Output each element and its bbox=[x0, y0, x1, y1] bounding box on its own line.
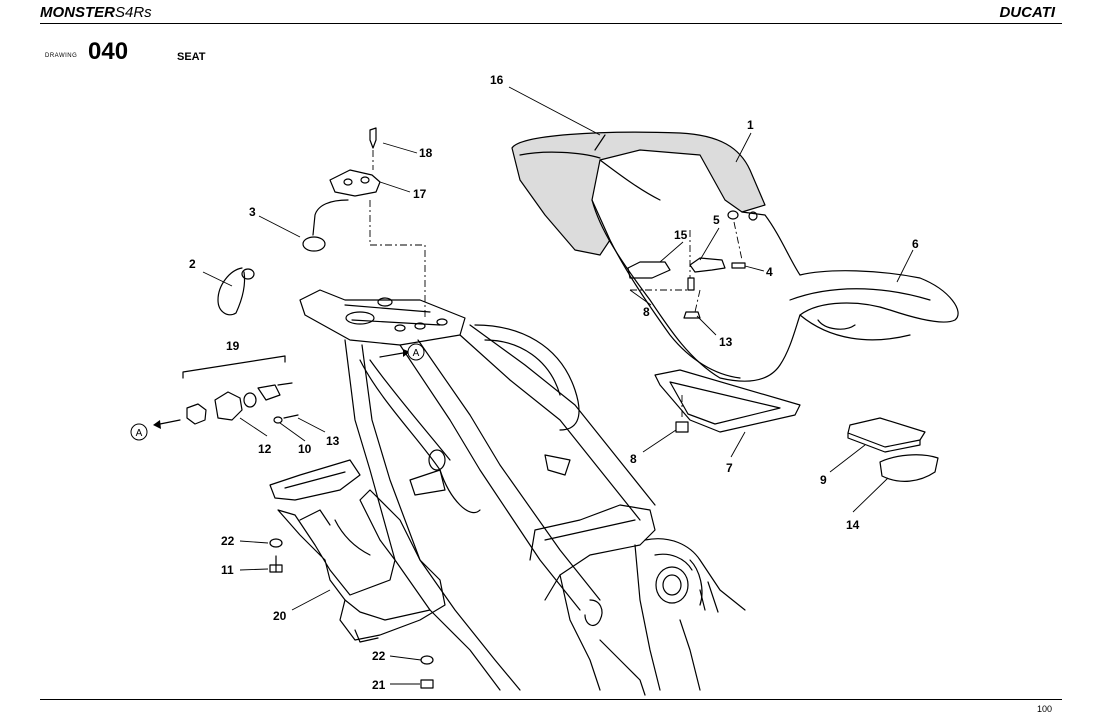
callout-7: 7 bbox=[726, 461, 733, 475]
callout-13b: 13 bbox=[719, 335, 733, 349]
drawing-number: 040 bbox=[88, 38, 129, 65]
hook-parts bbox=[182, 355, 299, 425]
rider-seat bbox=[591, 159, 959, 382]
callout-18: 18 bbox=[419, 146, 433, 160]
rear-frame bbox=[299, 289, 746, 696]
drawing-label: DRAWING bbox=[45, 53, 78, 59]
callout-13a: 13 bbox=[326, 434, 340, 448]
model-name: MONSTERS4Rs bbox=[40, 4, 152, 21]
callout-11: 11 bbox=[221, 563, 234, 577]
callout-1: 1 bbox=[747, 118, 754, 132]
callout-2: 2 bbox=[189, 257, 196, 271]
seat-brackets bbox=[627, 210, 758, 433]
callout-4: 4 bbox=[766, 265, 773, 279]
marker-a-right: A bbox=[407, 343, 425, 361]
marker-a-right-label: A bbox=[413, 348, 420, 359]
model-variant: S4Rs bbox=[115, 4, 152, 21]
callout-3: 3 bbox=[249, 205, 256, 219]
lock-assembly bbox=[302, 127, 381, 252]
document-tray bbox=[654, 369, 801, 433]
marker-a-left-label: A bbox=[136, 428, 143, 439]
fasteners-lower bbox=[269, 538, 434, 689]
callout-22b: 22 bbox=[372, 649, 386, 663]
callout-15: 15 bbox=[674, 228, 688, 242]
model-name-main: MONSTER bbox=[40, 4, 115, 21]
callout-9: 9 bbox=[820, 473, 827, 487]
callout-17: 17 bbox=[413, 187, 427, 201]
callout-20: 20 bbox=[273, 609, 287, 623]
callout-8b: 8 bbox=[630, 452, 637, 466]
callout-10: 10 bbox=[298, 442, 312, 456]
callout-22a: 22 bbox=[221, 534, 235, 548]
callout-12: 12 bbox=[258, 442, 272, 456]
marker-a-left: A bbox=[130, 423, 148, 441]
page-number: 100 bbox=[1036, 704, 1052, 714]
callout-21: 21 bbox=[372, 678, 386, 692]
brand-name: DUCATI bbox=[999, 4, 1055, 21]
callout-8a: 8 bbox=[643, 305, 650, 319]
cable-loop bbox=[217, 267, 255, 316]
manual-and-pouch bbox=[847, 417, 939, 482]
callout-16: 16 bbox=[490, 73, 504, 87]
callout-19: 19 bbox=[226, 339, 240, 353]
undertray bbox=[269, 459, 446, 643]
assembly-lines bbox=[369, 150, 743, 420]
footer-rule bbox=[40, 699, 1062, 700]
callout-6: 6 bbox=[912, 237, 919, 251]
drawing-title: SEAT bbox=[177, 51, 206, 63]
callout-14: 14 bbox=[846, 518, 860, 532]
leader-lines bbox=[202, 86, 914, 685]
callout-labels: 16 1 3 2 18 17 5 15 4 6 8 13 8 7 9 14 19… bbox=[189, 73, 919, 692]
passenger-seat bbox=[511, 131, 766, 256]
callout-5: 5 bbox=[713, 213, 720, 227]
arrows bbox=[153, 349, 410, 429]
header-rule bbox=[40, 23, 1062, 24]
